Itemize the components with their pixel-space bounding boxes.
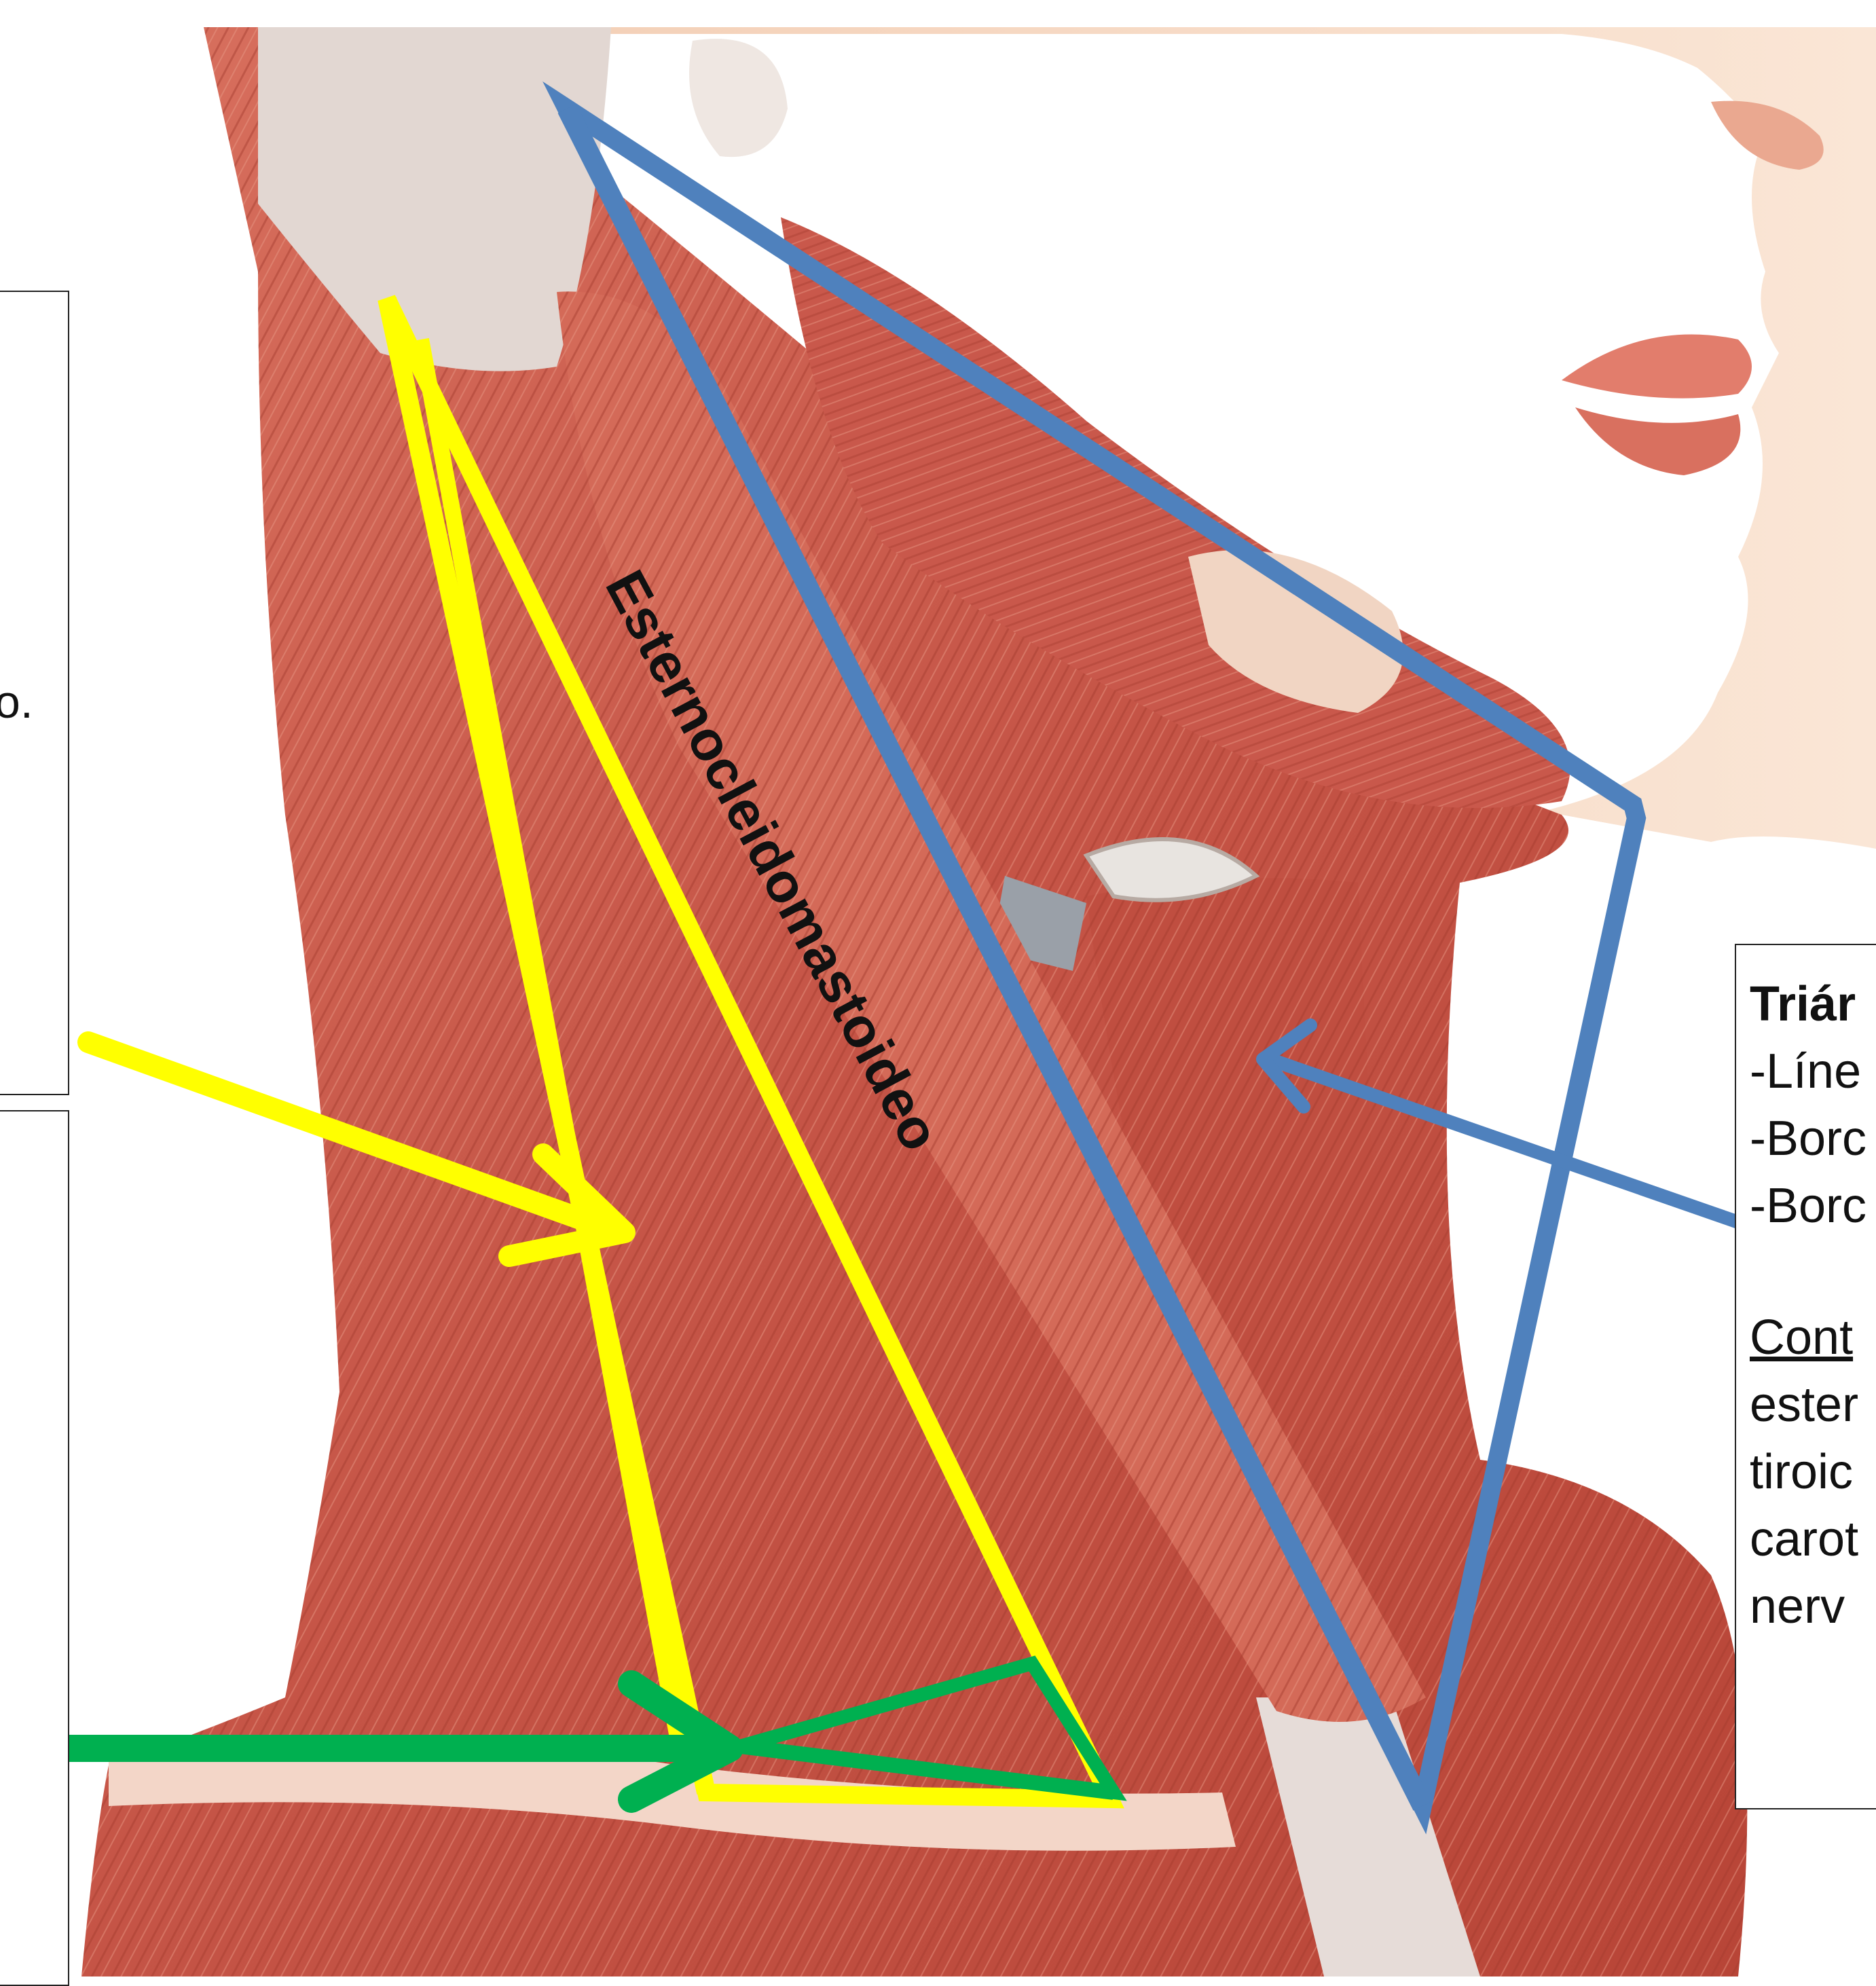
right-textbox: Triár -Líne -Borc -Borc Cont ester tiroi…: [1735, 944, 1876, 1809]
left-textbox-fragment: o.: [0, 679, 33, 725]
contents-line: tiroic: [1750, 1439, 1876, 1506]
boundary-item: -Borc: [1750, 1105, 1876, 1173]
left-textbox-bottom: [0, 1110, 69, 1986]
contents-label: Cont: [1750, 1304, 1876, 1372]
spacer: [1750, 1240, 1876, 1304]
contents-line: ester: [1750, 1372, 1876, 1439]
lower-lip: [1575, 407, 1740, 475]
boundary-item: -Líne: [1750, 1038, 1876, 1105]
anterior-triangle-title: Triár: [1750, 971, 1876, 1038]
contents-line: carot: [1750, 1506, 1876, 1573]
left-textbox-top: o.: [0, 291, 69, 1095]
ear-lobe: [689, 39, 788, 157]
lips: [1562, 335, 1752, 399]
contents-line: nerv: [1750, 1573, 1876, 1640]
boundary-item: -Borc: [1750, 1173, 1876, 1240]
